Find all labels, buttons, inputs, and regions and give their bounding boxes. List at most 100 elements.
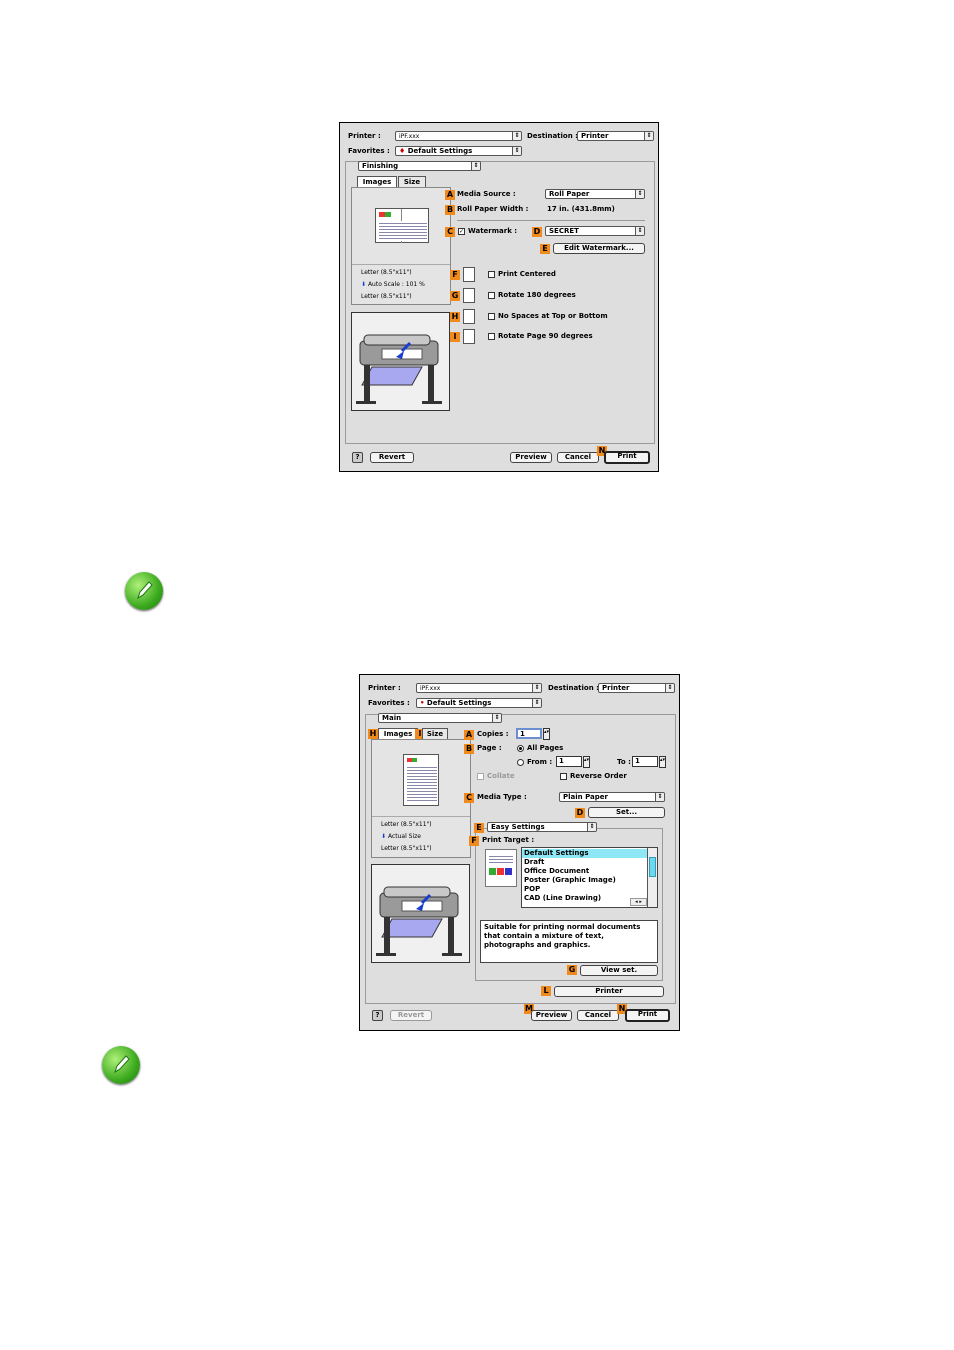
page-layout-preview: Letter (8.5"x11") ⬇ Auto Scale : 101 % L… <box>351 187 451 305</box>
scroll-thumb[interactable] <box>649 857 656 877</box>
preview-scale: ⬇ Actual Size <box>381 833 421 840</box>
printer-image <box>351 312 450 411</box>
easy-settings-select[interactable]: Easy Settings⇕ <box>487 822 597 832</box>
cancel-button[interactable]: Cancel <box>557 452 599 463</box>
print-target-label: Print Target : <box>482 836 535 844</box>
list-item[interactable]: Default Settings <box>524 849 589 857</box>
print-button[interactable]: Print <box>604 451 650 464</box>
copies-stepper[interactable]: ▴▾ <box>543 728 550 740</box>
printer-select[interactable]: iPF.xxx⇕ <box>416 683 542 693</box>
printer-select[interactable]: iPF.xxx⇕ <box>395 131 522 141</box>
rotate-180-checkbox[interactable] <box>488 292 495 299</box>
thumbnail-red-block <box>379 212 385 217</box>
badge-h: H <box>368 729 378 739</box>
revert-button[interactable]: Revert <box>370 452 414 463</box>
tab-size[interactable]: Size <box>398 176 426 187</box>
reverse-order-label: Reverse Order <box>570 772 627 780</box>
no-spaces-label: No Spaces at Top or Bottom <box>498 312 608 320</box>
thumbnail-text-lines <box>379 221 427 241</box>
destination-select[interactable]: Printer⇕ <box>577 131 654 141</box>
revert-button[interactable]: Revert <box>390 1010 432 1021</box>
badge-e: E <box>474 823 484 833</box>
reverse-order-checkbox[interactable] <box>560 773 567 780</box>
edit-watermark-button[interactable]: Edit Watermark... <box>553 243 645 254</box>
to-field[interactable]: 1 <box>632 756 658 767</box>
rotate-90-icon <box>463 329 475 344</box>
favorites-select[interactable]: • Default Settings⇕ <box>416 698 542 708</box>
favorite-marker-icon: • <box>420 699 427 707</box>
preview-divider <box>372 816 470 817</box>
badge-g: G <box>567 965 577 975</box>
settings-group <box>365 714 676 1004</box>
destination-label: Destination : <box>527 132 578 140</box>
from-label: From : <box>527 758 553 766</box>
list-scrollbar[interactable] <box>647 848 657 907</box>
roll-width-label: Roll Paper Width : <box>457 205 529 213</box>
favorites-label: Favorites : <box>348 147 390 155</box>
badge-h: H <box>450 312 460 322</box>
printer-label: Printer : <box>368 684 401 692</box>
preview-button[interactable]: Preview <box>531 1010 572 1021</box>
list-item[interactable]: Draft <box>524 858 545 866</box>
print-button[interactable]: Print <box>625 1009 670 1022</box>
help-icon[interactable]: ? <box>372 1010 383 1021</box>
down-arrow-icon: ⬇ <box>361 281 368 288</box>
watermark-select[interactable]: SECRET⇕ <box>545 226 645 236</box>
watermark-label: Watermark : <box>468 227 518 235</box>
preview-button[interactable]: Preview <box>510 452 552 463</box>
copies-field[interactable]: 1 <box>516 728 542 739</box>
print-dialog-main: Printer : iPF.xxx⇕ Destination : Printer… <box>359 674 680 1031</box>
all-pages-radio[interactable] <box>517 745 524 752</box>
help-icon[interactable]: ? <box>352 452 363 463</box>
preview-divider <box>352 264 450 265</box>
collate-checkbox[interactable] <box>477 773 484 780</box>
selected-row-highlight <box>522 849 647 858</box>
badge-a: A <box>464 730 474 740</box>
collate-label: Collate <box>487 772 515 780</box>
no-spaces-checkbox[interactable] <box>488 313 495 320</box>
to-stepper[interactable]: ▴▾ <box>659 756 666 768</box>
separator <box>457 220 645 221</box>
printer-label: Printer : <box>348 132 381 140</box>
tab-size[interactable]: Size <box>422 728 448 739</box>
note-icon <box>102 1046 140 1084</box>
rotate-180-label: Rotate 180 degrees <box>498 291 576 299</box>
list-item[interactable]: Poster (Graphic Image) <box>524 876 616 884</box>
media-source-select[interactable]: Roll Paper⇕ <box>545 189 645 199</box>
watermark-checkbox[interactable]: ✓ <box>458 228 465 235</box>
destination-label: Destination : <box>548 684 599 692</box>
list-item[interactable]: CAD (Line Drawing) <box>524 894 602 902</box>
page-range-radio[interactable] <box>517 759 524 766</box>
page-label: Page : <box>477 744 502 752</box>
printer-button[interactable]: Printer <box>554 986 664 997</box>
tab-images[interactable]: Images <box>378 728 418 739</box>
from-stepper[interactable]: ▴▾ <box>583 756 590 768</box>
target-icon-lines <box>489 854 513 864</box>
preview-paper-size: Letter (8.5"x11") <box>361 269 412 276</box>
rotate-90-checkbox[interactable] <box>488 333 495 340</box>
from-field[interactable]: 1 <box>556 756 582 767</box>
badge-n: N <box>597 446 607 456</box>
panel-menu-select[interactable]: Main⇕ <box>378 713 502 723</box>
target-icon-blue <box>505 868 512 875</box>
set-button[interactable]: Set... <box>588 807 665 818</box>
list-item[interactable]: POP <box>524 885 541 893</box>
print-centered-checkbox[interactable] <box>488 271 495 278</box>
cancel-button[interactable]: Cancel <box>577 1010 619 1021</box>
destination-select[interactable]: Printer⇕ <box>598 683 675 693</box>
list-item[interactable]: Office Document <box>524 867 590 875</box>
tab-images[interactable]: Images <box>357 176 397 187</box>
media-source-label: Media Source : <box>457 190 516 198</box>
media-type-select[interactable]: Plain Paper⇕ <box>559 792 665 802</box>
print-target-list[interactable]: Default Settings Draft Office Document P… <box>521 847 658 908</box>
view-set-button[interactable]: View set. <box>580 965 658 976</box>
to-label: To : <box>617 758 631 766</box>
favorites-select[interactable]: ♦ Default Settings⇕ <box>395 146 522 156</box>
favorites-label: Favorites : <box>368 699 410 707</box>
badge-d: D <box>575 808 585 818</box>
panel-menu-select[interactable]: Finishing⇕ <box>358 161 481 171</box>
rotate-90-label: Rotate Page 90 degrees <box>498 332 593 340</box>
print-target-icon <box>485 849 517 887</box>
badge-a: A <box>445 190 455 200</box>
horizontal-scroll-arrows[interactable]: ◂ ▸ <box>630 898 647 906</box>
